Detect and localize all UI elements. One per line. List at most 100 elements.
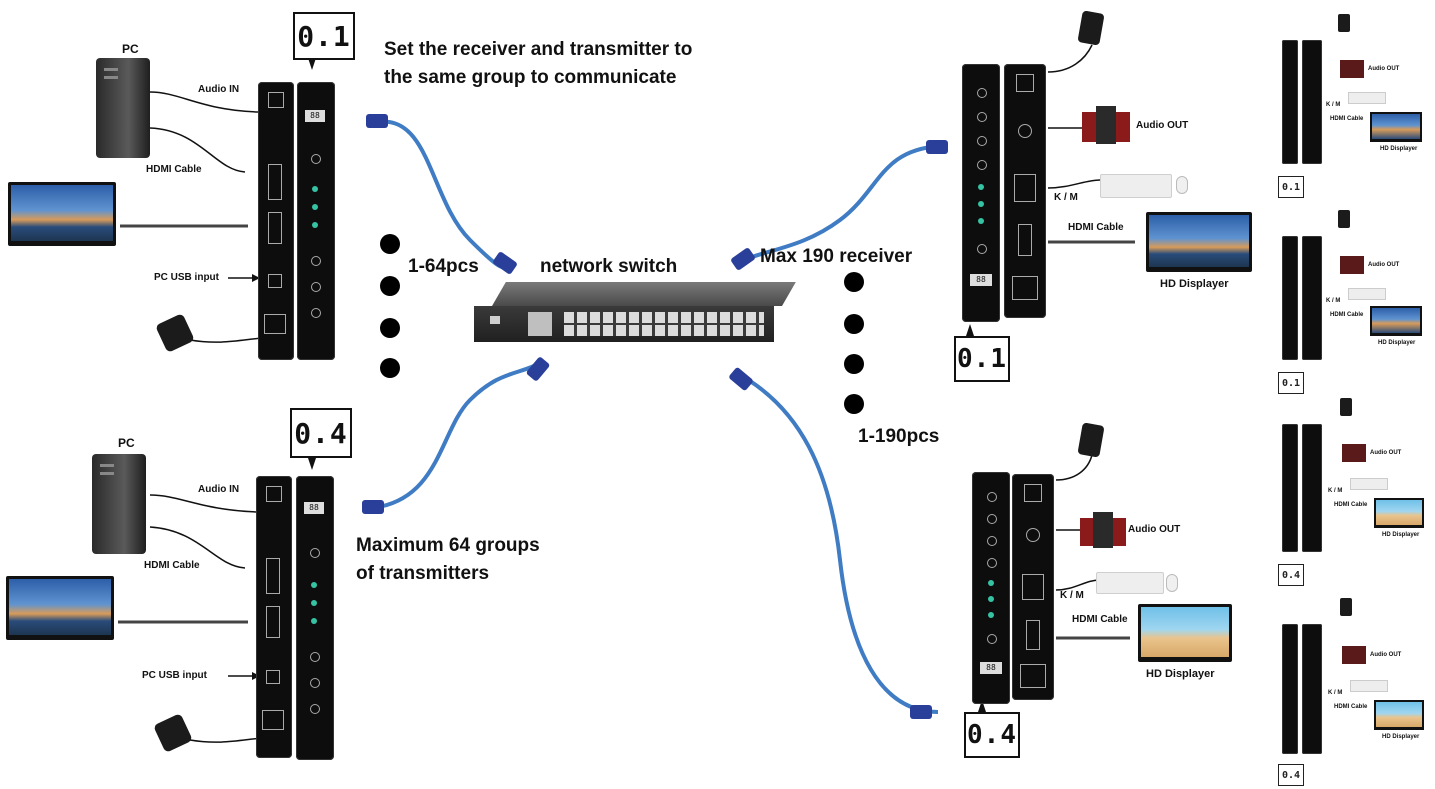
rj45-plug: [926, 140, 948, 154]
mini-group-display: 0.1: [1278, 372, 1304, 394]
km-label: K / M: [1054, 192, 1078, 203]
hd-display-icon: [1146, 212, 1252, 272]
speaker-icon: [1340, 60, 1364, 78]
transmitter-back-panel: [256, 476, 292, 758]
keyboard-icon: [1096, 572, 1164, 594]
receiver-front-panel: 88: [962, 64, 1000, 322]
mini-receiver-front-panel: [1282, 236, 1298, 360]
tx-count-label: 1-64pcs: [408, 256, 479, 277]
km-label: K / M: [1060, 590, 1084, 601]
ellipsis-dot: [380, 234, 400, 254]
speaker-icon: [1082, 106, 1130, 146]
speaker-icon: [1080, 512, 1126, 550]
keyboard-icon: [1350, 478, 1388, 490]
mini-receiver-back-panel: [1302, 424, 1322, 552]
rj45-plug: [362, 500, 384, 514]
pc-usb-label: PC USB input: [154, 272, 219, 283]
rx-count-label: 1-190pcs: [858, 426, 940, 447]
mini-group-display: 0.4: [1278, 764, 1304, 786]
tv-icon: [8, 182, 116, 246]
ethernet-cable-tx2: [371, 360, 544, 510]
mini-receiver-back-panel: [1302, 624, 1322, 754]
hd-display-icon: [1370, 306, 1422, 336]
pc-usb-label: PC USB input: [142, 670, 207, 681]
tx-max-line2: of transmitters: [356, 563, 490, 584]
group-display-rx2: 0.4: [964, 712, 1020, 758]
pc-tower-icon: [96, 58, 150, 158]
audio-out-label: Audio OUT: [1370, 652, 1402, 658]
audio-out-label: Audio OUT: [1370, 450, 1402, 456]
rj45-plug: [493, 252, 517, 274]
mini-receiver-front-panel: [1282, 424, 1298, 552]
km-label: K / M: [1328, 488, 1343, 494]
ellipsis-dot: [380, 318, 400, 338]
group-display-tx2: 0.4: [290, 408, 352, 458]
rj45-plug: [731, 248, 755, 270]
group-note: Set the receiver and transmitter to the …: [384, 36, 692, 92]
power-adapter-icon: [1340, 398, 1352, 416]
receiver-back-panel: [1012, 474, 1054, 700]
pc-label: PC: [122, 42, 139, 56]
power-adapter-icon: [1338, 14, 1350, 32]
hd-displayer-label: HD Displayer: [1378, 340, 1416, 346]
transmitter-front-panel: 88: [297, 82, 335, 360]
rj45-plug: [729, 367, 753, 391]
receiver-front-panel: 88: [972, 472, 1010, 704]
network-switch-icon: [474, 282, 796, 348]
hd-displayer-label: HD Displayer: [1382, 532, 1420, 538]
switch-label: network switch: [540, 256, 678, 277]
km-label: K / M: [1326, 102, 1341, 108]
km-label: K / M: [1328, 690, 1343, 696]
mini-receiver-back-panel: [1302, 236, 1322, 360]
ellipsis-dot: [844, 314, 864, 334]
group-note-line2: the same group to communicate: [384, 67, 677, 88]
hdmi-cable-label: HDMI Cable: [1072, 614, 1128, 625]
audio-out-label: Audio OUT: [1368, 262, 1400, 268]
ellipsis-dot: [844, 394, 864, 414]
tv-icon: [6, 576, 114, 640]
tx-max-line1: Maximum 64 groups: [356, 535, 540, 556]
audio-in-label: Audio IN: [198, 484, 240, 495]
keyboard-icon: [1100, 174, 1172, 198]
audio-out-label: Audio OUT: [1136, 120, 1189, 131]
audio-out-label: Audio OUT: [1368, 66, 1400, 72]
group-note-line1: Set the receiver and transmitter to: [384, 39, 693, 60]
hdmi-cable-label: HDMI Cable: [146, 164, 202, 175]
mini-receiver-front-panel: [1282, 40, 1298, 164]
hdmi-cable-label: HDMI Cable: [144, 560, 200, 571]
ellipsis-dot: [844, 272, 864, 292]
ethernet-cable-rx1: [740, 144, 941, 264]
rj45-plug: [526, 357, 550, 381]
hd-displayer-label: HD Displayer: [1160, 278, 1229, 290]
transmitter-front-panel: 88: [296, 476, 334, 760]
mouse-icon: [1176, 176, 1188, 194]
hd-display-icon: [1138, 604, 1232, 662]
speaker-icon: [1342, 646, 1366, 664]
ethernet-cable-rx2: [740, 374, 939, 714]
mouse-icon: [1166, 574, 1178, 592]
hdmi-cable-label: HDMI Cable: [1330, 312, 1364, 318]
power-adapter-icon: [1340, 598, 1352, 616]
audio-out-label: Audio OUT: [1128, 524, 1181, 535]
rj45-plug: [366, 114, 388, 128]
mini-receiver-front-panel: [1282, 624, 1298, 754]
keyboard-icon: [1348, 288, 1386, 300]
hdmi-cable-label: HDMI Cable: [1330, 116, 1364, 122]
pc-tower-icon: [92, 454, 146, 554]
pc-label: PC: [118, 436, 135, 450]
ellipsis-dot: [844, 354, 864, 374]
ellipsis-dot: [380, 358, 400, 378]
group-display-tx1: 0.1: [293, 12, 355, 60]
km-label: K / M: [1326, 298, 1341, 304]
keyboard-icon: [1350, 680, 1388, 692]
hd-displayer-label: HD Displayer: [1146, 668, 1215, 680]
speaker-icon: [1342, 444, 1366, 462]
hdmi-cable-label: HDMI Cable: [1068, 222, 1124, 233]
speaker-icon: [1340, 256, 1364, 274]
hdmi-cable-label: HDMI Cable: [1334, 502, 1368, 508]
hdmi-cable-label: HDMI Cable: [1334, 704, 1368, 710]
hd-display-icon: [1370, 112, 1422, 142]
receiver-back-panel: [1004, 64, 1046, 318]
group-display-rx1: 0.1: [954, 336, 1010, 382]
